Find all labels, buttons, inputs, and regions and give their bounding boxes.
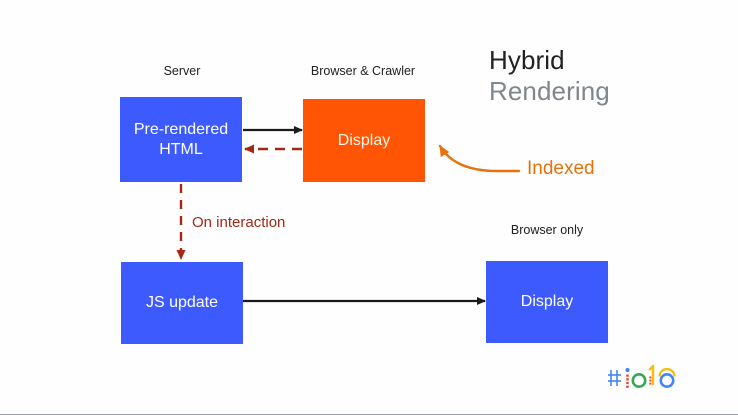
caption-browser-crawler: Browser & Crawler bbox=[310, 64, 416, 78]
node-pre-rendered-html-line1: Pre-rendered bbox=[133, 120, 229, 138]
node-js-update[interactable]: JS update bbox=[121, 262, 243, 344]
google-io-logo bbox=[608, 360, 684, 399]
node-pre-rendered-html-line2: HTML bbox=[159, 140, 203, 158]
title-line-hybrid: Hybrid bbox=[489, 45, 565, 75]
caption-server: Server bbox=[163, 64, 201, 78]
node-display-crawler[interactable]: Display bbox=[303, 99, 425, 182]
title-line-rendering: Rendering bbox=[489, 75, 610, 106]
node-display-browser[interactable]: Display bbox=[486, 261, 608, 343]
annotation-on-interaction: On interaction bbox=[192, 214, 286, 231]
node-pre-rendered-html[interactable]: Pre-rendered HTML bbox=[120, 97, 242, 182]
google-io-logo-mark bbox=[608, 364, 676, 388]
arrow-indexed-callout bbox=[438, 144, 521, 173]
node-display-crawler-label: Display bbox=[337, 131, 391, 149]
node-display-browser-label: Display bbox=[520, 293, 574, 311]
annotation-indexed: Indexed bbox=[527, 158, 595, 179]
caption-browser-only: Browser only bbox=[510, 223, 584, 237]
slide-title: Hybrid Rendering bbox=[489, 45, 610, 106]
node-js-update-label: JS update bbox=[145, 294, 219, 312]
